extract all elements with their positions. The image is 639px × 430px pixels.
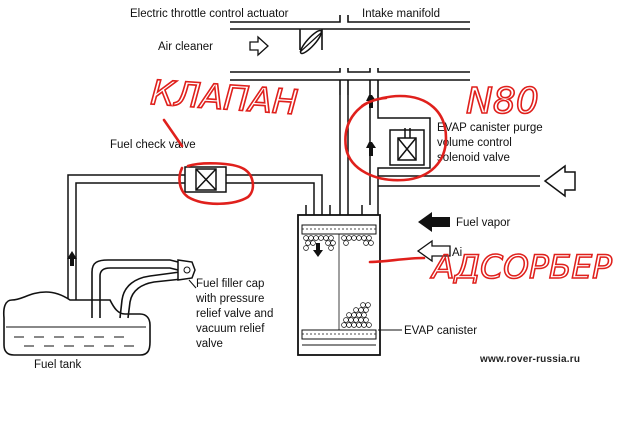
filler-leader-line: [188, 279, 197, 289]
intake-manifold: [230, 15, 470, 98]
fuel-level-lines: [6, 326, 146, 347]
air-partial-label: Ai: [452, 247, 462, 259]
flow-arrow-down-icon: [313, 243, 323, 257]
handwritten-n80: N80: [466, 81, 539, 122]
air-arrow-icon: [416, 239, 451, 263]
air-cleaner-arrow-icon: [249, 35, 269, 57]
fuel-tank: [2, 291, 151, 356]
purge-valve-circle: [344, 94, 448, 182]
fresh-air-inlet: [378, 164, 576, 198]
throttle-valve-icon: [299, 29, 323, 55]
purge-solenoid-valve: [369, 98, 431, 175]
air-cleaner-label: Air cleaner: [158, 41, 213, 53]
filler-neck: [91, 259, 183, 319]
throttle-label: Electric throttle control actuator: [130, 8, 289, 20]
check-valve-label: Fuel check valve: [110, 139, 196, 151]
purge-valve-label-2: volume control: [437, 137, 512, 149]
filler-cap-label-5: valve: [196, 338, 223, 350]
filler-cap-label-4: vacuum relief: [196, 323, 265, 335]
fuel-vapor-label: Fuel vapor: [456, 217, 511, 229]
intake-manifold-label: Intake manifold: [362, 8, 440, 20]
check-valve-pointer: [162, 118, 184, 148]
purge-valve-label-1: EVAP canister purge: [437, 122, 543, 134]
filler-cap-label-1: Fuel filler cap: [196, 278, 264, 290]
filler-cap-label-2: with pressure: [195, 293, 264, 305]
fuel-tank-label: Fuel tank: [34, 359, 82, 371]
fuel-check-valve-icon: [184, 166, 227, 193]
purge-valve-label-3: solenoid valve: [437, 152, 510, 164]
evap-canister-label: EVAP canister: [404, 325, 477, 337]
filler-cap-icon: [177, 259, 196, 281]
watermark: www.rover-russia.ru: [479, 354, 580, 365]
filler-cap-label-3: relief valve and: [196, 308, 273, 320]
charcoal-granules: [303, 235, 374, 328]
flow-arrow-up-icon: [67, 251, 77, 266]
handwritten-adsorber-ru: АДСОРБЕР: [430, 248, 613, 286]
canister-pointer: [368, 256, 426, 264]
check-valve-circle: [178, 162, 255, 206]
fuel-vapor-arrow-icon: [418, 212, 450, 232]
red-handwriting-annotations: [162, 94, 448, 264]
